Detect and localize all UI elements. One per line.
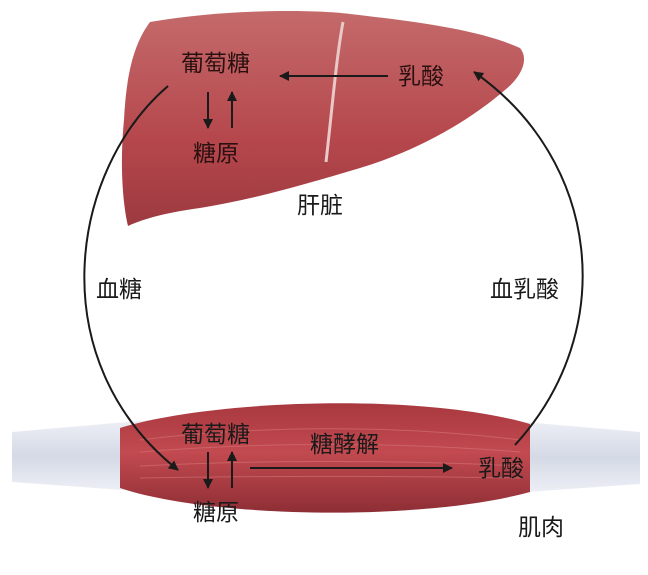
muscle-lactate-label: 乳酸 [478, 456, 524, 482]
muscle-illustration [12, 403, 640, 513]
right-tendon [500, 420, 640, 494]
muscle-glycogen-label: 糖原 [193, 500, 239, 526]
blood-glucose-arc [83, 85, 179, 471]
liver-glycogen-label: 糖原 [193, 141, 239, 167]
muscle-belly [120, 403, 530, 513]
muscle-name-label: 肌肉 [518, 515, 564, 541]
muscle-fibers [139, 428, 521, 479]
muscle-glucose-label: 葡萄糖 [181, 422, 250, 448]
blood-lactate-label: 血乳酸 [490, 277, 559, 303]
liver-shape [121, 11, 525, 226]
glycolysis-label: 糖酵解 [310, 432, 379, 458]
left-tendon [12, 420, 150, 492]
liver-illustration [121, 11, 525, 226]
liver-name-label: 肝脏 [297, 193, 343, 219]
liver-lactate-label: 乳酸 [398, 64, 444, 90]
liver-fissure [324, 21, 345, 163]
blood-lactate-arc [473, 71, 584, 446]
blood-glucose-label: 血糖 [96, 277, 142, 303]
liver-glucose-label: 葡萄糖 [181, 51, 250, 77]
